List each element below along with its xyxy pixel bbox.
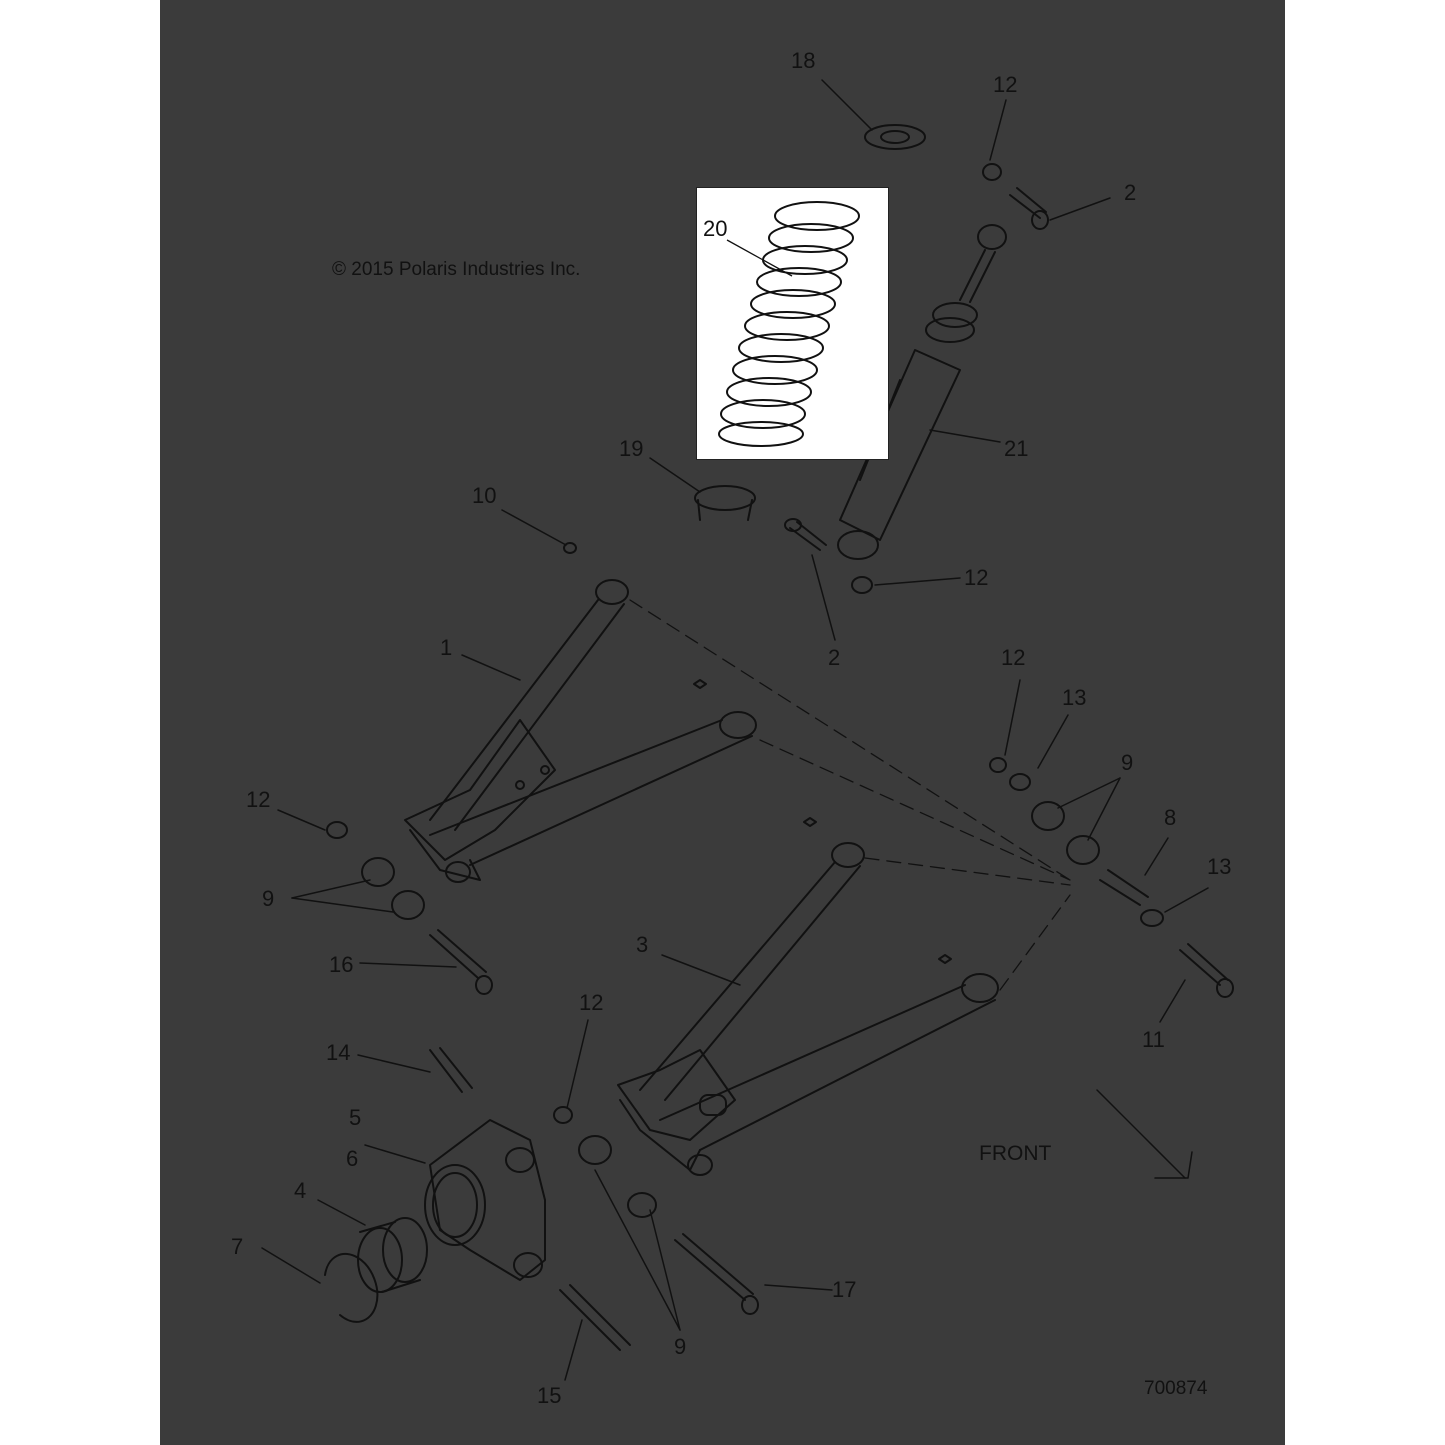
callout-18: 18: [791, 48, 816, 73]
callout-6: 6: [346, 1146, 359, 1171]
callout-12: 12: [246, 787, 271, 812]
callout-1: 1: [440, 635, 453, 660]
callout-14: 14: [326, 1040, 351, 1065]
callout-2: 2: [828, 645, 841, 670]
callout-5: 5: [349, 1105, 362, 1130]
callout-3: 3: [636, 932, 649, 957]
callout-21: 21: [1004, 436, 1029, 461]
callout-11: 11: [1142, 1027, 1165, 1052]
knuckle-assembly: [324, 1119, 546, 1323]
callout-12: 12: [964, 565, 989, 590]
leader-lines: [261, 79, 1209, 1381]
callout-13: 13: [1207, 854, 1232, 879]
callout-12: 12: [993, 72, 1018, 97]
callout-19: 19: [619, 436, 644, 461]
coil-spring: [718, 201, 860, 447]
callout-10: 10: [472, 483, 497, 508]
spring-inset-panel: 20: [696, 187, 889, 460]
callout-7: 7: [231, 1234, 244, 1259]
callout-20: 20: [703, 216, 728, 241]
callout-8: 8: [1164, 805, 1177, 830]
front-label: FRONT: [979, 1142, 1052, 1165]
front-arrow: [1096, 1089, 1193, 1179]
lower-control-arm: [617, 817, 999, 1176]
callout-12: 12: [1001, 645, 1026, 670]
callout-4: 4: [294, 1178, 307, 1203]
callout-17: 17: [832, 1277, 857, 1302]
drawing-number: 700874: [1144, 1378, 1208, 1399]
callout-16: 16: [329, 952, 354, 977]
callout-9: 9: [674, 1334, 687, 1359]
spring-seats: [694, 124, 926, 521]
copyright-text: © 2015 Polaris Industries Inc.: [332, 259, 581, 280]
callout-9: 9: [262, 886, 275, 911]
callout-13: 13: [1062, 685, 1087, 710]
callout-15: 15: [537, 1383, 562, 1408]
callout-2: 2: [1124, 180, 1137, 205]
fasteners: [326, 163, 1234, 1351]
alignment-lines: [629, 599, 1071, 991]
callout-12: 12: [579, 990, 604, 1015]
callout-9: 9: [1121, 750, 1134, 775]
upper-control-arm: [404, 579, 757, 883]
